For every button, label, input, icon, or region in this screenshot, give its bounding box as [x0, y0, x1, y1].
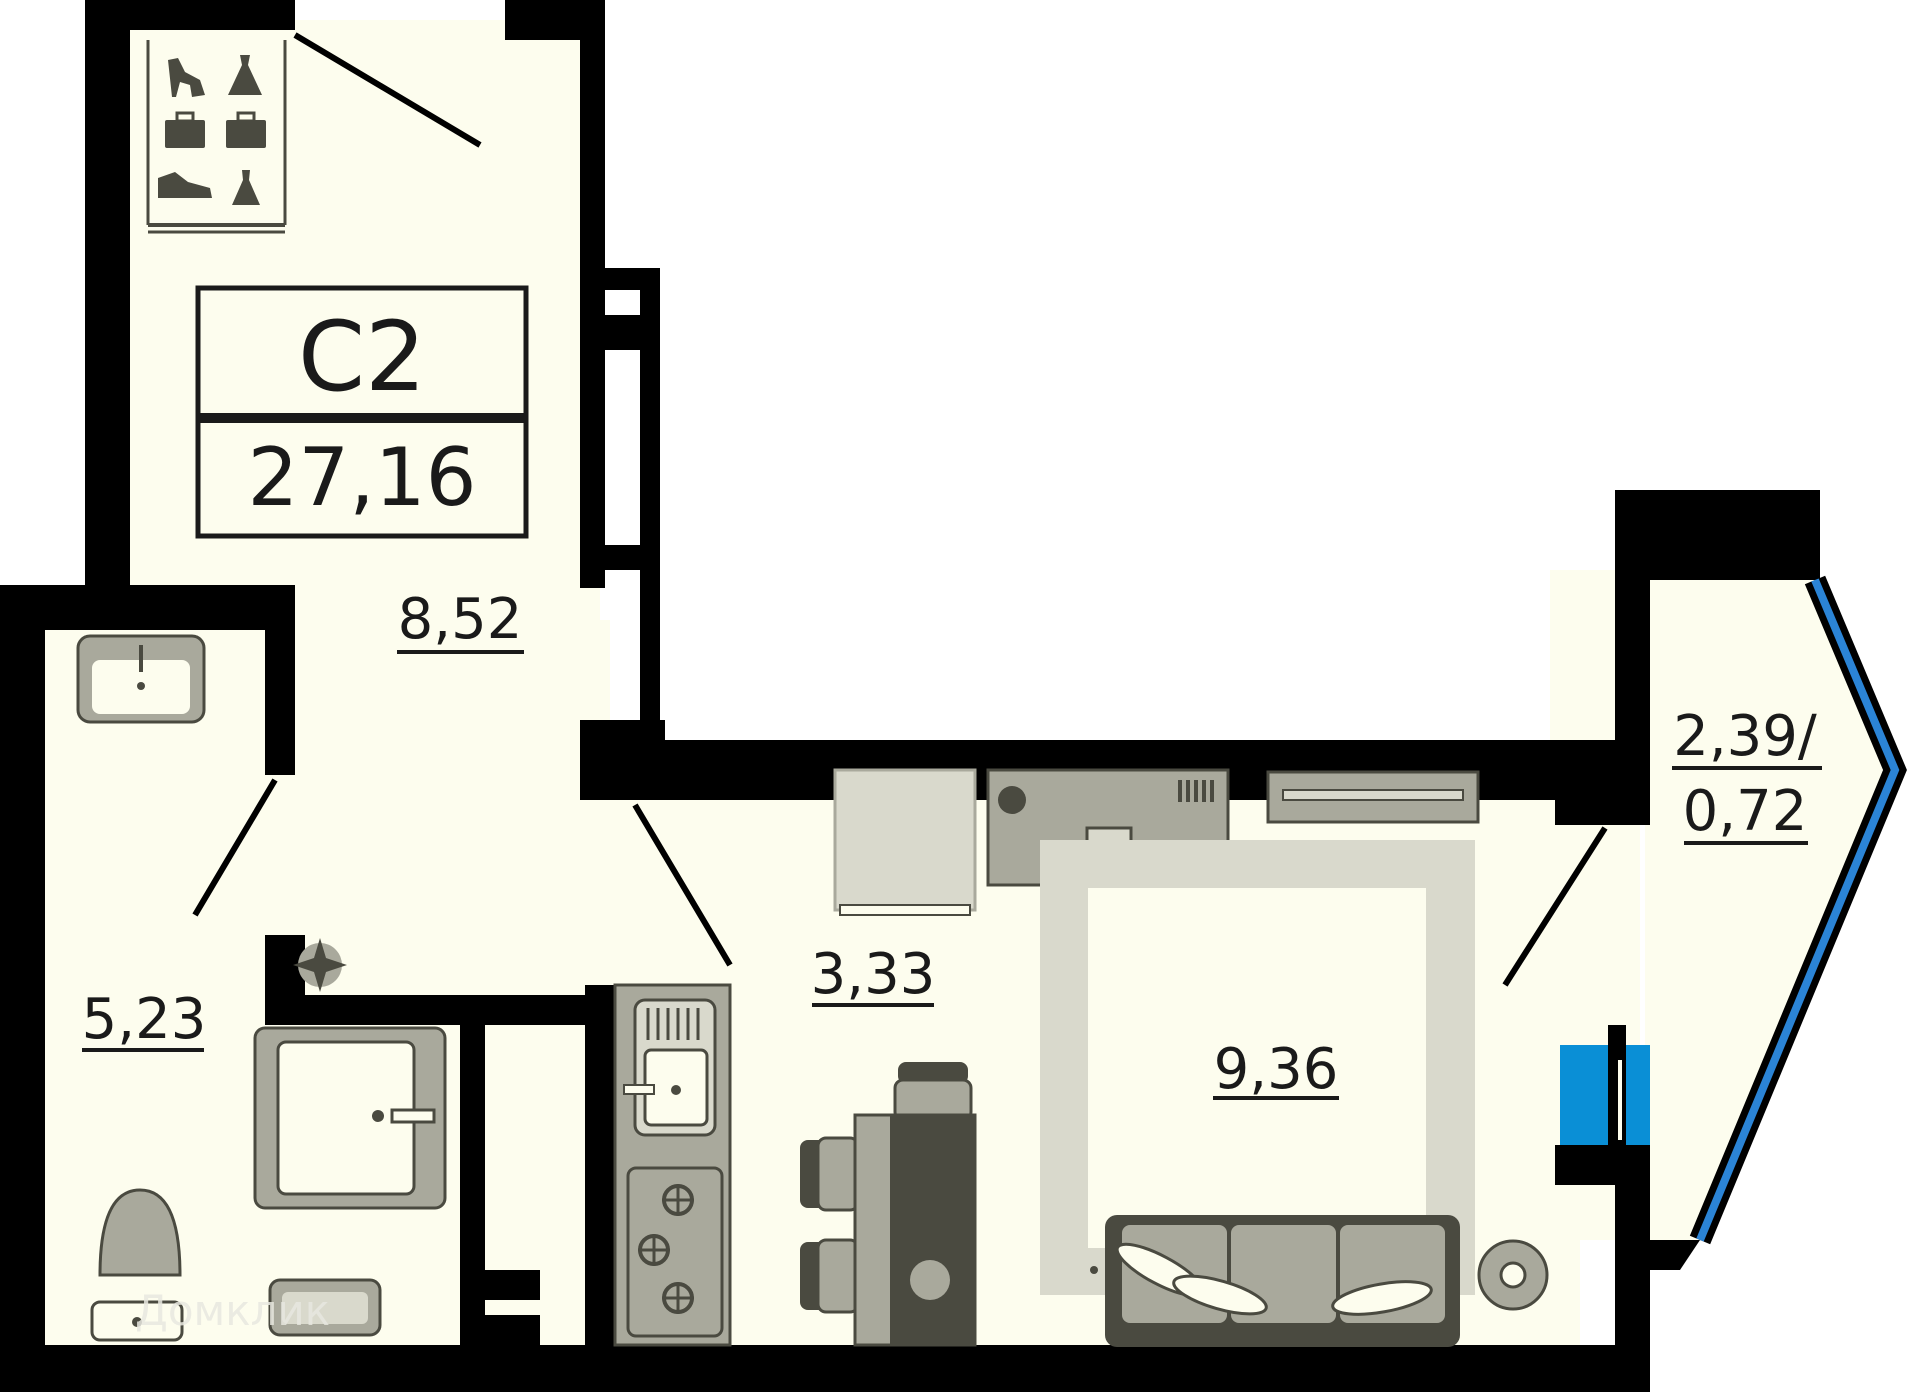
balcony-door: [1560, 1025, 1650, 1165]
dining-set: [800, 1062, 977, 1347]
area-labels: 8,52 5,23 3,33 9,36 2,39/ 0,72: [82, 587, 1822, 1102]
wardrobe: [146, 40, 287, 234]
shower-tray: [253, 1026, 447, 1210]
unit-badge: C2 27,16: [195, 285, 529, 539]
high-heel-icon: [168, 58, 205, 97]
bathroom-sink: [76, 634, 206, 724]
living-area: 9,36: [1214, 1037, 1339, 1102]
dress-icon: [228, 55, 262, 95]
balcony-area-line1: 2,39/: [1673, 704, 1817, 769]
sneaker-icon: [158, 172, 212, 198]
toilet: [90, 1188, 184, 1342]
plant-icon: [293, 938, 347, 992]
kitchen-area: 3,33: [811, 942, 936, 1007]
briefcase-icon: [226, 111, 266, 148]
hallway-area: 8,52: [398, 587, 523, 652]
unit-total-area: 27,16: [247, 431, 476, 524]
watermark: Домклик: [135, 1286, 330, 1335]
walls: [0, 0, 1820, 1392]
briefcase-icon: [165, 111, 205, 148]
living-furniture: [833, 768, 1549, 1347]
dress-icon: [232, 170, 260, 205]
unit-code: C2: [298, 301, 426, 413]
bathroom-area: 5,23: [82, 987, 207, 1052]
kitchen-counter: [613, 983, 732, 1347]
washing-machine: [268, 1278, 382, 1337]
balcony-area-line2: 0,72: [1683, 779, 1808, 844]
balcony-glass: [1645, 575, 1907, 1270]
door-swings: [192, 32, 1608, 987]
